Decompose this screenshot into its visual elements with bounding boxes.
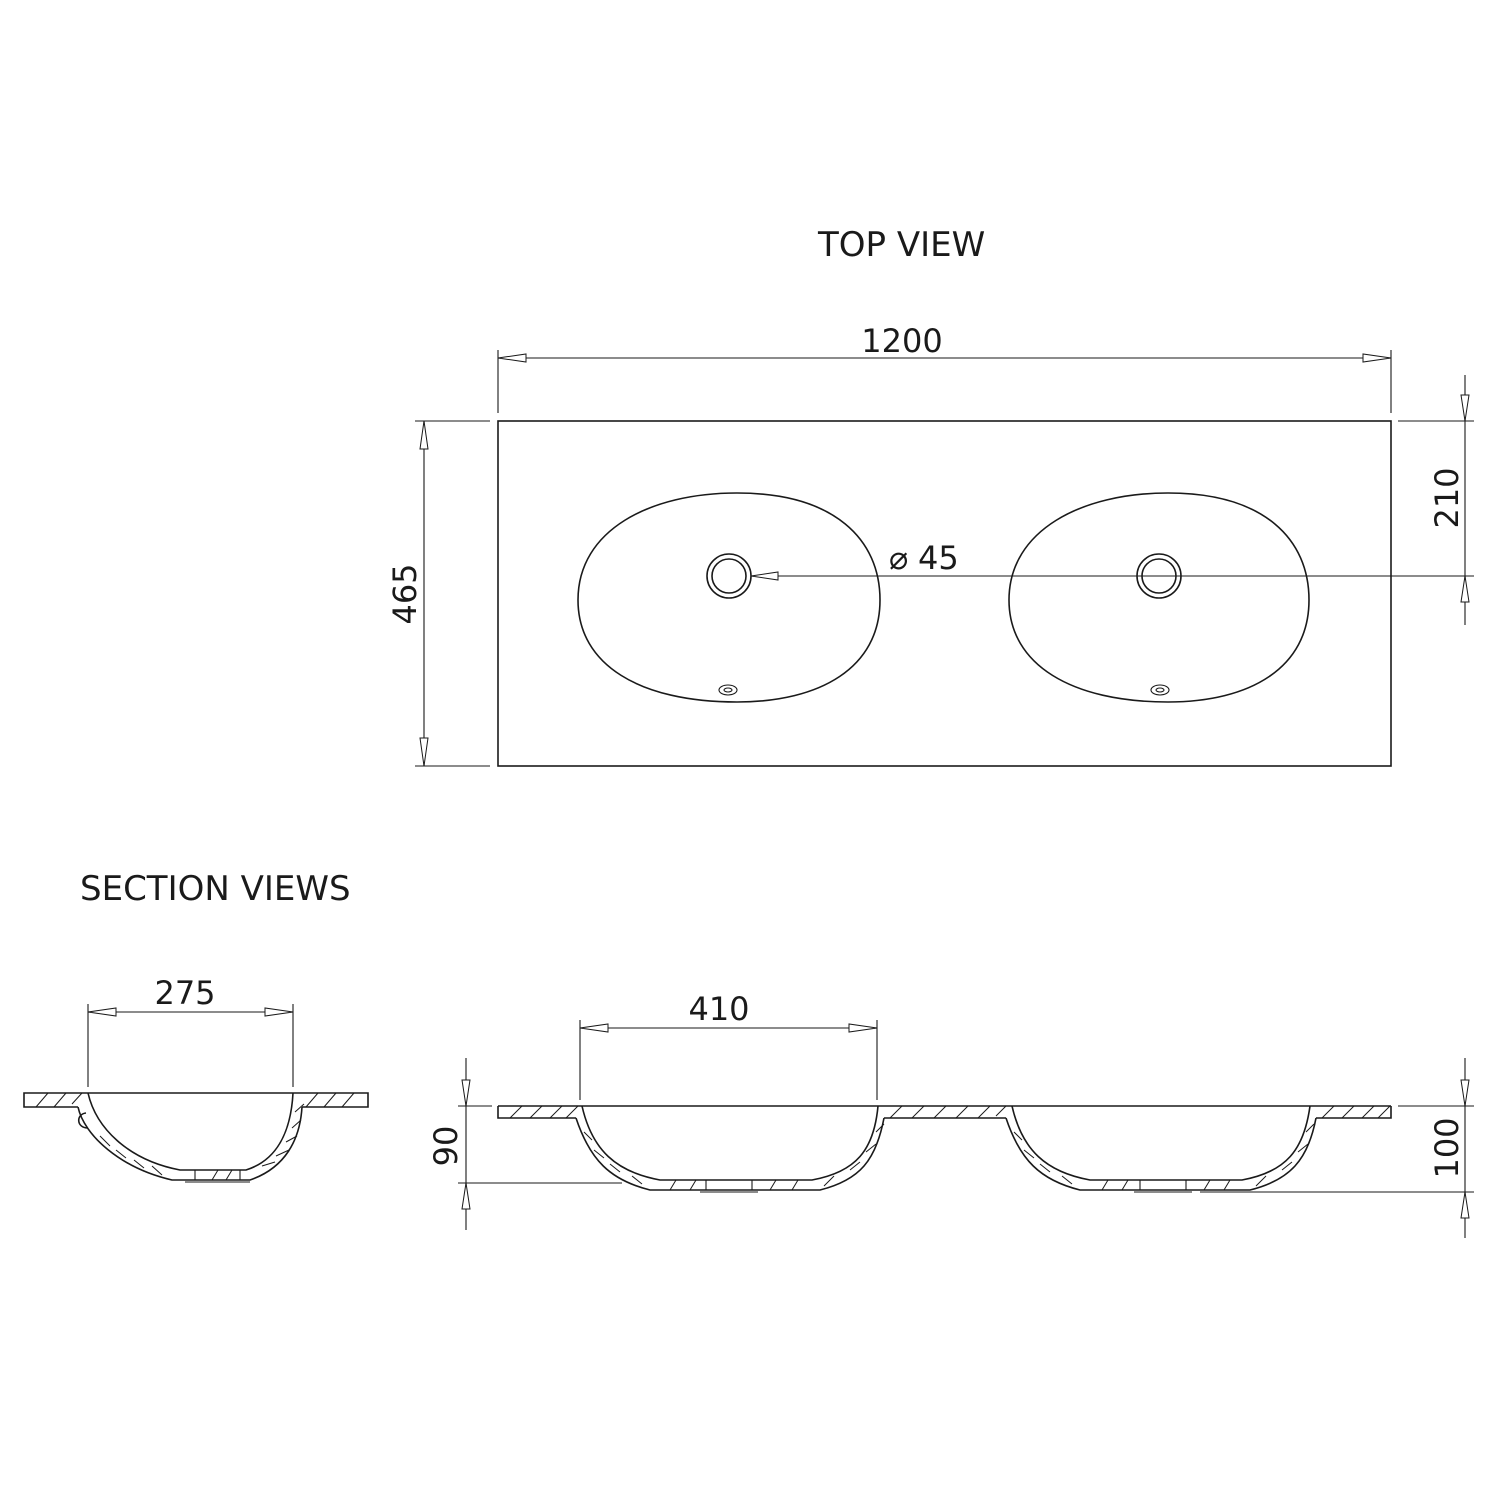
dimension-drain-offset: 210 [750,375,1474,625]
right-overflow-hole-inner [1155,687,1165,693]
dimension-front-basin-length: 410 [579,990,878,1100]
right-overflow-hole [1150,684,1170,696]
top-view: 1200 465 210 ⌀ 45 [386,322,1474,767]
dimension-front-basin-length-label: 410 [688,990,749,1028]
section-views-title: SECTION VIEWS [80,869,351,909]
left-basin-outline [577,492,881,703]
dimension-basin-depth: 90 [427,1058,622,1230]
countertop-outline [497,420,1392,767]
left-overflow-hole-inner [723,687,733,693]
dimension-depth-label: 465 [386,563,424,624]
dimension-drain-diameter-label: 45 [918,539,959,577]
left-drain-inner [711,558,747,594]
dimension-overall-height: 100 [1200,1058,1474,1238]
dimension-basin-depth-label: 90 [427,1126,465,1167]
dimension-depth: 465 [386,420,490,767]
dimension-width-label: 1200 [861,322,942,360]
dimension-drain-offset-label: 210 [1428,467,1466,528]
dimension-side-basin-width-label: 275 [154,974,215,1012]
dimension-width: 1200 [497,322,1392,413]
side-section-view: 275 [23,974,369,1183]
diameter-symbol: ⌀ [889,539,908,577]
dimension-side-basin-width: 275 [87,974,294,1087]
right-basin-outline [1008,492,1310,703]
front-section-view: 410 90 100 [427,990,1474,1238]
dimension-overall-height-label: 100 [1428,1117,1466,1178]
left-drain-outer [706,553,752,599]
top-view-title: TOP VIEW [817,225,985,265]
dimension-drain-diameter: ⌀ 45 [889,539,959,577]
left-overflow-hole [718,684,738,696]
